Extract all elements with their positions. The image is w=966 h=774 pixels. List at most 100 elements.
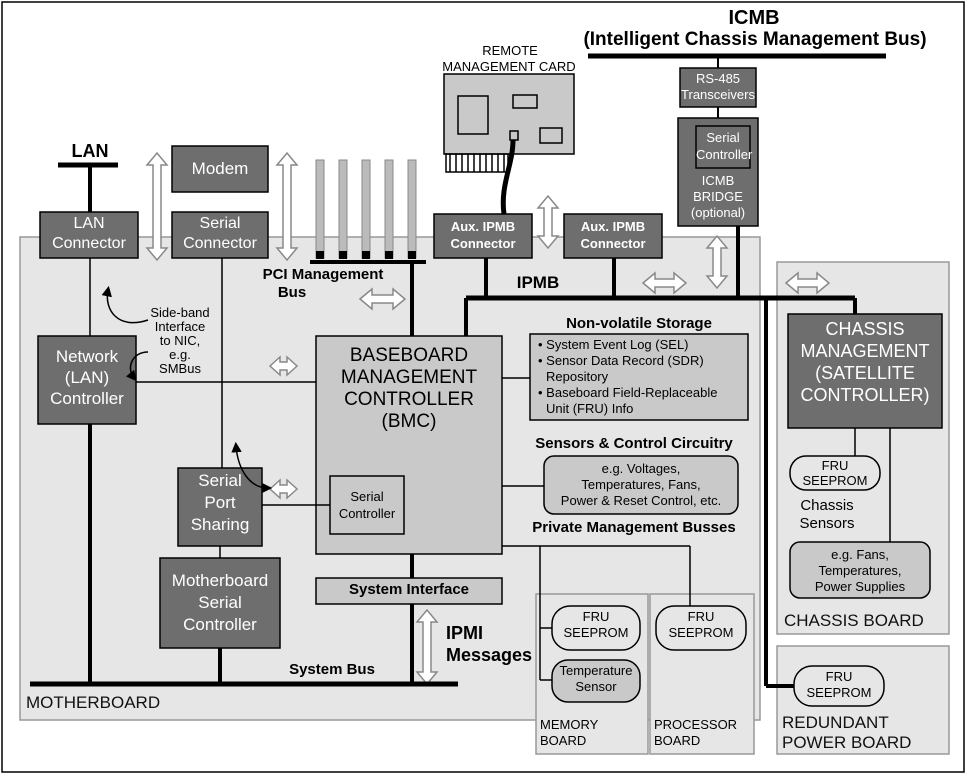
rs485-transceivers-box <box>679 67 757 108</box>
remote-management-card-graphic <box>443 73 575 155</box>
nic-box <box>37 335 137 425</box>
private-busses-label: Private Management Busses <box>532 519 736 536</box>
chassis-board-label: CHASSIS BOARD <box>784 611 924 630</box>
serial-connector-label-2: Connector <box>183 235 257 252</box>
rs485-label-2: Transceivers <box>681 87 755 102</box>
nv-item-4: • Baseboard Field-Replaceable <box>538 385 718 400</box>
nv-item-2: • Sensor Data Record (SDR) <box>538 353 704 368</box>
memory-fru-label-2: SEEPROM <box>563 625 629 640</box>
redundant-board-label-2: POWER BOARD <box>782 733 912 752</box>
icmb-bridge-label-2: BRIDGE <box>693 189 743 204</box>
remote-card-label-2: MANAGEMENT CARD <box>442 59 576 74</box>
chassis-mgmt-label-2: MANAGEMENT <box>800 341 930 361</box>
sensors-label-1: e.g. Voltages, <box>601 461 681 476</box>
chassis-eg-label-1: e.g. Fans, <box>831 547 889 562</box>
processor-fru-seeprom-box <box>655 605 747 651</box>
modem-box <box>171 145 269 193</box>
chassis-eg-label-3: Power Supplies <box>814 579 906 594</box>
lan-connector-box <box>39 211 139 259</box>
bmc-label-2: MANAGEMENT <box>340 367 478 388</box>
system-interface-label: System Interface <box>348 581 470 598</box>
sideband-label-1: Side-band <box>150 305 210 320</box>
ipmi-messages-label-1: IPMI <box>446 623 484 643</box>
serial-port-sharing-label-3: Sharing <box>190 515 250 534</box>
redundant-fru-label-1: FRU <box>825 669 853 684</box>
temperature-label-2: Sensor <box>575 679 617 694</box>
bmc-label-4: (BMC) <box>381 411 437 432</box>
chassis-eg-label-2: Temperatures, <box>818 563 902 578</box>
processor-fru-label-1: FRU <box>687 609 715 624</box>
motherboard-label: MOTHERBOARD <box>26 693 161 712</box>
memory-board-label-2: BOARD <box>540 733 587 748</box>
pci-bus-label-1: PCI Management <box>262 266 384 283</box>
icmb-bridge-label-1: ICMB <box>701 173 735 188</box>
serial-connector-label-1: Serial <box>199 215 241 232</box>
redundant-fru-seeprom-box <box>793 665 885 707</box>
chassis-fru-label-1: FRU <box>821 458 849 473</box>
serial-port-sharing-label-1: Serial <box>198 471 242 490</box>
aux-ipmb-2-label-1: Aux. IPMB <box>580 219 646 234</box>
icmb-serial-label-1: Serial <box>706 130 740 145</box>
sensors-title: Sensors & Control Circuitry <box>535 435 733 452</box>
aux-ipmb-connector-1-box <box>433 213 533 259</box>
lan-connector-label-1: LAN <box>73 215 105 232</box>
nic-label-2: (LAN) <box>64 368 110 387</box>
processor-fru-label-2: SEEPROM <box>668 625 734 640</box>
nic-label-3: Controller <box>50 389 124 408</box>
temperature-sensor-box <box>551 659 641 703</box>
aux-ipmb-connector-2-box <box>563 213 663 259</box>
memory-fru-label-1: FRU <box>582 609 610 624</box>
icmb-subtitle: (Intelligent Chassis Management Bus) <box>583 29 927 50</box>
nv-item-5: Unit (FRU) Info <box>546 401 634 416</box>
chassis-mgmt-label-3: (SATELLITE <box>815 363 915 383</box>
mb-serial-label-1: Motherboard <box>171 571 269 590</box>
sensors-box <box>543 455 739 515</box>
chassis-management-box <box>787 313 943 429</box>
chassis-sensors-label-2: Sensors <box>799 515 855 532</box>
system-interface-box <box>315 577 503 605</box>
ipmb-label: IPMB <box>516 273 560 292</box>
aux-ipmb-2-label-2: Connector <box>580 236 646 251</box>
chassis-mgmt-label-4: CONTROLLER) <box>800 385 930 405</box>
nv-storage-title: Non-volatile Storage <box>566 315 712 332</box>
chassis-sensors-box <box>789 541 931 599</box>
bmc-label-1: BASEBOARD <box>349 345 469 366</box>
chassis-fru-label-2: SEEPROM <box>802 473 868 488</box>
chassis-fru-seeprom-box <box>789 455 881 491</box>
nv-item-1: • System Event Log (SEL) <box>538 337 689 352</box>
remote-card-label-1: REMOTE <box>482 43 538 58</box>
redundant-fru-label-2: SEEPROM <box>806 685 872 700</box>
mb-serial-controller-box <box>159 557 281 649</box>
sensors-label-3: Power & Reset Control, etc. <box>560 493 722 508</box>
redundant-board-label-1: REDUNDANT <box>782 713 889 732</box>
serial-port-sharing-label-2: Port <box>204 493 236 512</box>
sideband-label-5: SMBus <box>159 361 201 376</box>
memory-fru-seeprom-box <box>551 605 641 651</box>
memory-board-label-1: MEMORY <box>540 717 599 732</box>
nic-label-1: Network <box>55 347 119 366</box>
pci-bus-label-2: Bus <box>277 284 307 301</box>
sideband-label-2: Interface <box>154 319 206 334</box>
mb-serial-label-3: Controller <box>183 615 257 634</box>
aux-ipmb-1-label-1: Aux. IPMB <box>450 219 516 234</box>
modem-label: Modem <box>191 159 249 178</box>
processor-board-label-2: BOARD <box>654 733 701 748</box>
nv-storage-box <box>529 333 749 421</box>
bmc-serial-label-1: Serial <box>350 489 384 504</box>
temperature-label-1: Temperature <box>559 663 633 678</box>
sideband-label-4: e.g. <box>169 347 191 362</box>
icmb-serial-controller-box <box>695 125 751 169</box>
icmb-title: ICMB <box>728 7 780 29</box>
lan-connector-label-2: Connector <box>52 235 126 252</box>
sideband-label-3: to NIC, <box>159 333 201 348</box>
aux-ipmb-1-label-2: Connector <box>450 236 516 251</box>
icmb-bridge-label-3: (optional) <box>690 205 746 220</box>
serial-connector-box <box>171 211 269 259</box>
rs485-label-1: RS-485 <box>695 71 741 86</box>
bmc-label-3: CONTROLLER <box>344 389 474 410</box>
bmc-serial-controller-box <box>329 475 405 535</box>
lan-title: LAN <box>71 141 109 161</box>
processor-board-label-1: PROCESSOR <box>654 717 738 732</box>
nv-item-3: Repository <box>546 369 609 384</box>
